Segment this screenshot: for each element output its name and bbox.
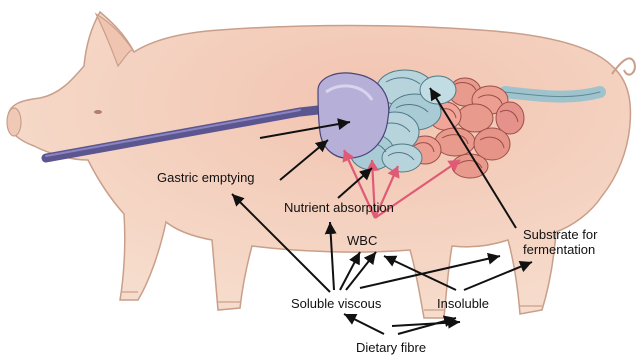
label-gastric-emptying: Gastric emptying: [157, 170, 255, 185]
label-substrate-line1: Substrate for: [523, 227, 597, 242]
label-dietary-fibre: Dietary fibre: [356, 340, 426, 355]
pig-body: [8, 12, 630, 318]
label-wbc: WBC: [347, 233, 377, 248]
pig-snout: [7, 108, 21, 136]
label-substrate-line2: fermentation: [523, 242, 595, 257]
pig-silhouette: [7, 12, 635, 318]
label-nutrient-absorption: Nutrient absorption: [284, 200, 394, 215]
pig-eye: [94, 110, 102, 114]
label-soluble-viscous: Soluble viscous: [291, 296, 381, 311]
label-insoluble: Insoluble: [437, 296, 489, 311]
